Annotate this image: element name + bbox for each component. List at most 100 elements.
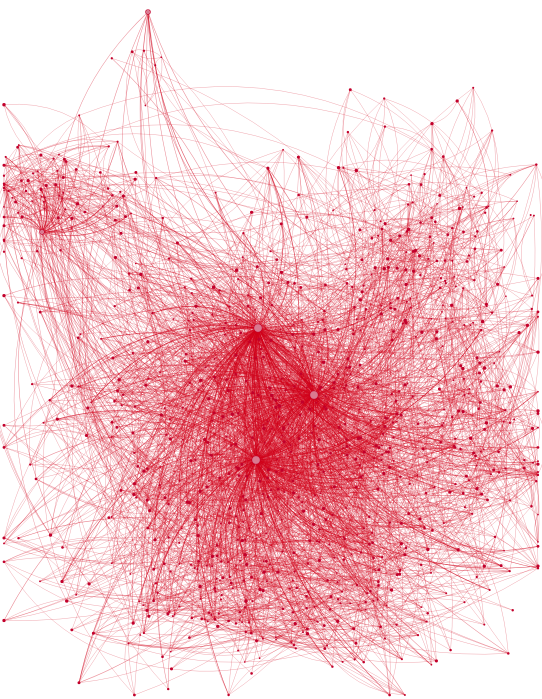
graph-edge <box>291 423 419 643</box>
graph-edge <box>221 560 400 596</box>
graph-edge <box>251 459 262 514</box>
graph-edge <box>392 295 533 343</box>
graph-edge <box>141 407 184 601</box>
graph-edge <box>257 327 340 475</box>
graph-edge <box>210 374 339 456</box>
graph-edge <box>249 149 318 542</box>
graph-edge <box>255 329 482 461</box>
graph-edge <box>129 290 400 394</box>
graph-node <box>250 672 253 675</box>
graph-node <box>129 573 132 575</box>
graph-edge <box>343 167 367 260</box>
graph-edge <box>229 487 321 509</box>
graph-edge <box>263 258 429 358</box>
graph-edge <box>390 203 438 241</box>
graph-node <box>468 387 471 391</box>
graph-edge <box>316 402 539 479</box>
graph-edge <box>346 367 506 415</box>
graph-edge <box>191 292 315 396</box>
graph-edge <box>40 311 390 469</box>
graph-node <box>388 521 392 524</box>
graph-edge <box>255 297 279 461</box>
graph-node <box>360 290 364 294</box>
graph-edge <box>100 338 397 414</box>
graph-edge <box>190 564 354 630</box>
graph-node <box>242 521 245 523</box>
graph-node <box>61 197 63 200</box>
graph-edge <box>8 190 33 202</box>
graph-edge <box>292 334 350 368</box>
graph-node <box>181 406 184 409</box>
graph-node <box>55 417 59 421</box>
graph-edge <box>208 601 465 640</box>
graph-edge <box>425 408 479 494</box>
graph-edge <box>171 601 366 672</box>
graph-edge <box>228 465 361 696</box>
graph-edge <box>224 327 272 470</box>
graph-node <box>227 693 230 697</box>
graph-node <box>178 605 181 608</box>
graph-edge <box>192 312 257 461</box>
graph-edge <box>254 342 266 396</box>
graph-edge <box>265 342 504 426</box>
graph-edge <box>255 414 402 463</box>
graph-node <box>242 231 245 235</box>
graph-edge <box>79 86 432 150</box>
graph-node <box>213 357 216 360</box>
graph-node <box>144 104 147 107</box>
graph-edge <box>257 327 480 384</box>
graph-edge <box>244 459 382 663</box>
graph-node <box>472 321 475 324</box>
graph-edge <box>195 416 386 461</box>
graph-edge <box>257 327 400 392</box>
graph-edge <box>257 327 539 449</box>
graph-edge <box>218 608 308 630</box>
graph-edge <box>200 441 441 600</box>
graph-edge <box>299 284 326 433</box>
graph-edge <box>300 287 322 396</box>
graph-edge <box>262 471 539 639</box>
graph-edge <box>146 540 310 612</box>
graph-edge <box>135 172 312 630</box>
graph-edge <box>371 234 468 262</box>
graph-edge <box>476 472 539 489</box>
graph-edge <box>3 430 87 448</box>
graph-edge <box>255 283 302 461</box>
graph-edge <box>93 568 513 634</box>
graph-edge <box>78 386 243 541</box>
graph-edge <box>327 283 351 446</box>
graph-edge <box>398 149 477 578</box>
graph-edge <box>58 154 505 281</box>
graph-edge <box>53 158 126 217</box>
graph-node <box>300 318 303 321</box>
graph-edge <box>115 149 284 258</box>
graph-edge <box>120 389 505 502</box>
graph-hub-node <box>145 9 151 15</box>
graph-node <box>391 338 394 342</box>
graph-edge <box>420 222 507 297</box>
graph-edge <box>255 459 320 543</box>
graph-edge <box>3 342 266 539</box>
graph-edge <box>3 190 27 218</box>
graph-edge <box>235 529 320 624</box>
graph-edge <box>101 331 388 419</box>
graph-edge <box>257 327 373 533</box>
graph-edge <box>211 406 333 456</box>
graph-edge <box>463 378 496 470</box>
graph-edge <box>232 260 438 589</box>
graph-edge <box>169 419 435 496</box>
graph-edge <box>258 148 432 340</box>
graph-edge <box>147 285 326 529</box>
graph-edge <box>226 331 394 384</box>
graph-edge <box>120 233 348 376</box>
graph-edge <box>200 359 533 429</box>
graph-edge <box>190 278 248 563</box>
graph-edge <box>257 327 333 408</box>
graph-edge <box>134 384 539 476</box>
graph-edge <box>86 414 402 466</box>
graph-edge <box>267 168 325 396</box>
graph-edge <box>118 322 226 380</box>
graph-edge <box>3 206 43 233</box>
graph-edge <box>32 173 103 207</box>
graph-edge <box>383 473 421 520</box>
